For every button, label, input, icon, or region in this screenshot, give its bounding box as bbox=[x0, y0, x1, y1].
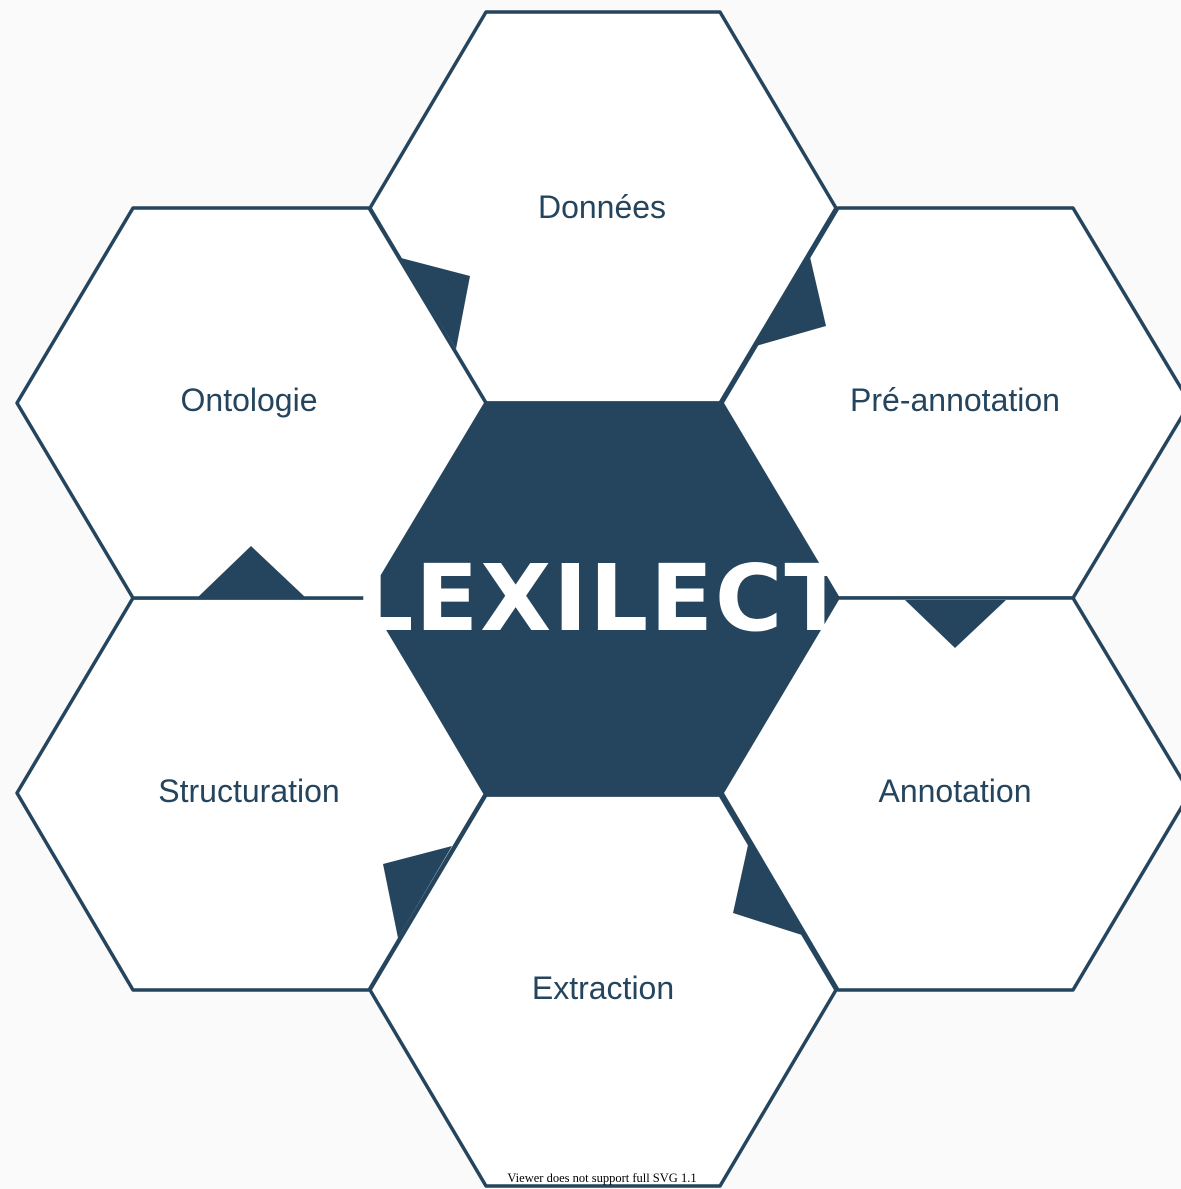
hex-center-lexilect: LEXILECT bbox=[355, 401, 849, 797]
hex-label-pre-annotation: Pré-annotation bbox=[850, 382, 1060, 418]
flow-arrow-extraction-to-structuration bbox=[383, 846, 452, 938]
hex-label-structuration: Structuration bbox=[158, 773, 339, 809]
flow-arrow-structuration-to-ontologie bbox=[198, 546, 305, 597]
center-title: LEXILECT bbox=[355, 545, 849, 652]
hex-label-ontologie: Ontologie bbox=[181, 382, 318, 418]
hex-label-extraction: Extraction bbox=[532, 970, 674, 1006]
hex-extraction: Extraction bbox=[368, 793, 838, 1188]
hex-label-annotation: Annotation bbox=[878, 773, 1031, 809]
hex-pre-annotation: Pré-annotation bbox=[720, 206, 1181, 600]
flow-arrow-donnees-to-pre-annotation bbox=[756, 257, 826, 346]
flow-arrow-pre-annotation-to-annotation bbox=[905, 600, 1006, 648]
flow-arrow-ontologie-to-donnees bbox=[401, 258, 470, 349]
hex-label-donnees: Données bbox=[538, 189, 666, 225]
flow-arrow-annotation-to-extraction bbox=[733, 845, 805, 936]
svg-viewer-note: Viewer does not support full SVG 1.1 bbox=[507, 1171, 696, 1185]
